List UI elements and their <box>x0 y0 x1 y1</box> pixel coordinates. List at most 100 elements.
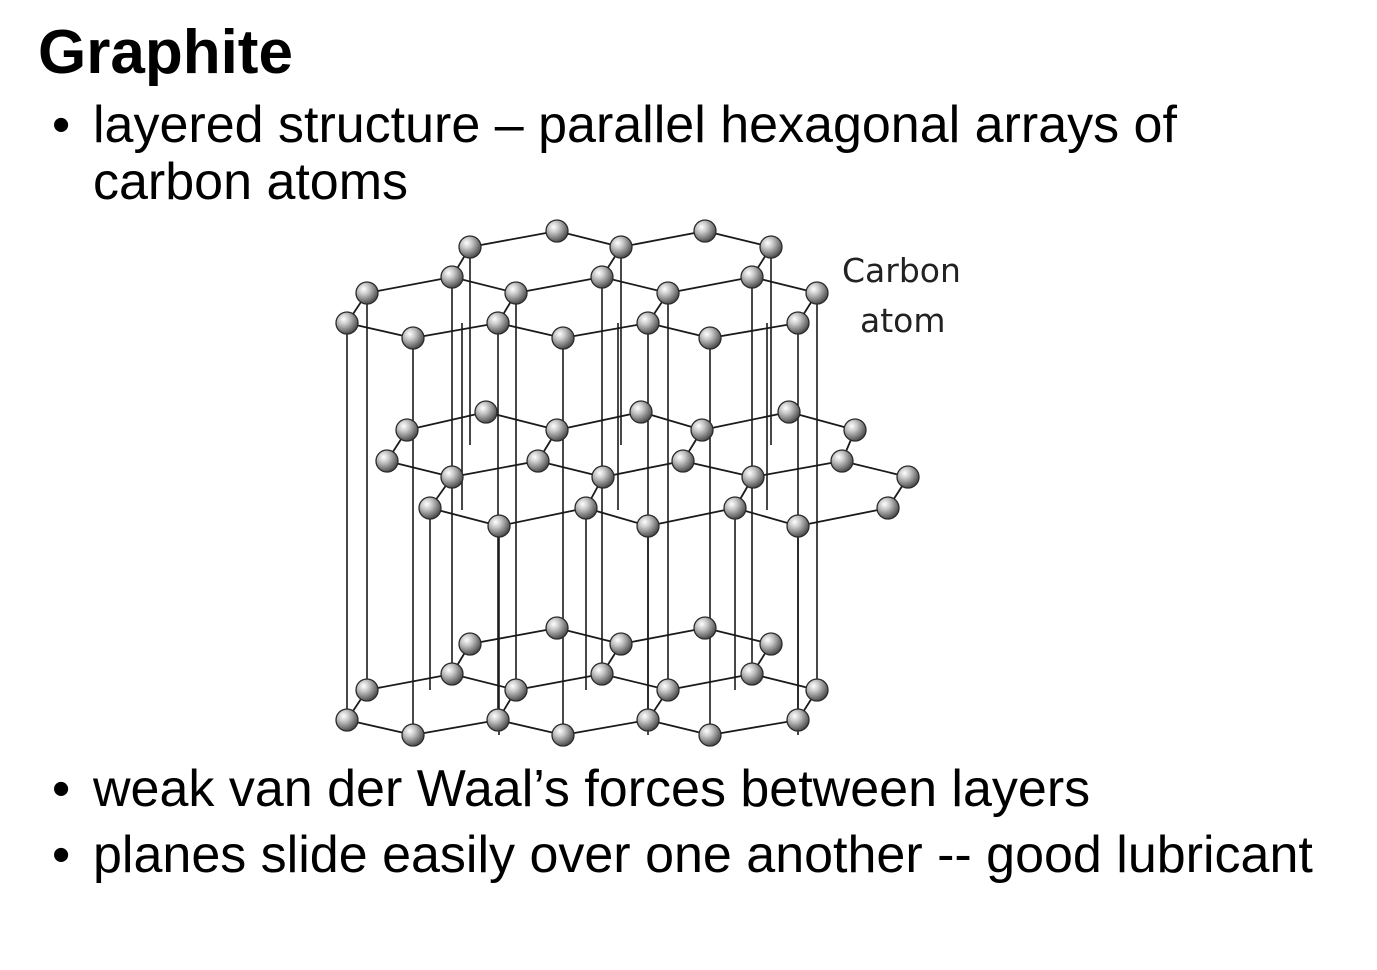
carbon-atom <box>335 311 359 335</box>
carbon-atom <box>698 326 722 350</box>
carbon-atom <box>830 449 854 473</box>
carbon-atom <box>786 708 810 732</box>
carbon-atom <box>786 311 810 335</box>
bond-top-layer <box>366 276 453 294</box>
carbon-atom <box>740 662 764 686</box>
carbon-atom <box>843 418 867 442</box>
carbon-atom <box>636 708 660 732</box>
carbon-atom <box>777 400 801 424</box>
carbon-atom <box>526 449 550 473</box>
bond-bottom-layer <box>515 673 603 691</box>
bullet-text: weak van der Waal’s forces between layer… <box>93 760 1091 818</box>
bond-middle-layer <box>406 411 487 431</box>
bullet-marker: • <box>52 826 71 884</box>
bond-middle-layer <box>682 460 754 478</box>
carbon-atom <box>551 723 575 747</box>
bond-top-layer <box>412 322 499 339</box>
bond-middle-layer <box>701 411 790 431</box>
carbon-atom <box>486 311 510 335</box>
atoms-group <box>335 219 920 747</box>
carbon-atom <box>458 632 482 656</box>
bond-top-layer <box>515 276 603 294</box>
carbon-atom <box>741 465 765 489</box>
carbon-atom <box>698 723 722 747</box>
carbon-atom <box>355 678 379 702</box>
carbon-atom <box>504 678 528 702</box>
carbon-atom <box>551 326 575 350</box>
bond-middle-layer <box>647 507 736 527</box>
bonds-group <box>346 230 909 736</box>
bond-bottom-layer <box>709 719 799 736</box>
carbon-atom <box>609 235 633 259</box>
carbon-atom <box>656 281 680 305</box>
graphite-structure-diagram: Carbon atom <box>320 210 980 755</box>
carbon-atom-label-line1: Carbon <box>842 251 961 290</box>
carbon-atom <box>693 616 717 640</box>
bond-top-layer <box>620 230 706 248</box>
bond-middle-layer <box>752 460 843 478</box>
carbon-atom <box>440 265 464 289</box>
bullet-marker: • <box>52 96 71 154</box>
bond-top-layer <box>469 230 558 248</box>
bond-middle-layer <box>498 507 587 527</box>
carbon-atom <box>636 514 660 538</box>
carbon-atom <box>458 235 482 259</box>
carbon-atom <box>401 723 425 747</box>
carbon-atom <box>545 418 569 442</box>
carbon-atom <box>591 465 615 489</box>
carbon-atom <box>418 496 442 520</box>
bond-bottom-layer <box>562 719 649 736</box>
carbon-atom <box>590 662 614 686</box>
carbon-atom <box>401 326 425 350</box>
carbon-atom <box>876 496 900 520</box>
bond-middle-layer <box>797 507 889 527</box>
carbon-atom <box>545 219 569 243</box>
bond-bottom-layer <box>620 627 706 645</box>
carbon-atom <box>740 265 764 289</box>
carbon-atom <box>335 708 359 732</box>
carbon-atom <box>486 708 510 732</box>
bond-bottom-layer <box>667 673 753 691</box>
carbon-atom <box>786 514 810 538</box>
carbon-atom <box>504 281 528 305</box>
slide-title: Graphite <box>38 18 293 87</box>
bond-middle-layer <box>485 411 558 431</box>
carbon-atom <box>487 514 511 538</box>
bond-bottom-layer <box>412 719 499 736</box>
carbon-atom <box>395 418 419 442</box>
carbon-atom <box>759 632 783 656</box>
carbon-atom <box>545 616 569 640</box>
carbon-atom <box>723 496 747 520</box>
carbon-atom <box>690 418 714 442</box>
carbon-atom <box>693 219 717 243</box>
bond-middle-layer <box>556 411 642 431</box>
bond-bottom-layer <box>366 673 453 691</box>
carbon-atom <box>671 449 695 473</box>
bond-middle-layer <box>451 460 539 478</box>
carbon-atom <box>896 465 920 489</box>
carbon-atom <box>805 281 829 305</box>
bullet-text: layered structure – parallel hexagonal a… <box>93 96 1177 211</box>
carbon-atom <box>609 632 633 656</box>
bullet-marker: • <box>52 760 71 818</box>
carbon-atom <box>805 678 829 702</box>
bullet-text: planes slide easily over one another -- … <box>93 826 1313 884</box>
carbon-atom <box>629 400 653 424</box>
carbon-atom <box>375 449 399 473</box>
bond-top-layer <box>667 276 753 294</box>
carbon-atom-label-line2: atom <box>860 301 946 340</box>
carbon-atom <box>474 400 498 424</box>
carbon-atom <box>590 265 614 289</box>
bond-top-layer <box>709 322 799 339</box>
carbon-atom <box>636 311 660 335</box>
graphite-lattice: Carbon atom <box>335 219 961 747</box>
carbon-atom <box>440 662 464 686</box>
carbon-atom <box>759 235 783 259</box>
carbon-atom <box>440 465 464 489</box>
carbon-atom <box>656 678 680 702</box>
bond-middle-layer <box>429 507 500 527</box>
carbon-atom <box>355 281 379 305</box>
bond-top-layer <box>562 322 649 339</box>
bond-bottom-layer <box>469 627 558 645</box>
bond-middle-layer <box>602 460 684 478</box>
